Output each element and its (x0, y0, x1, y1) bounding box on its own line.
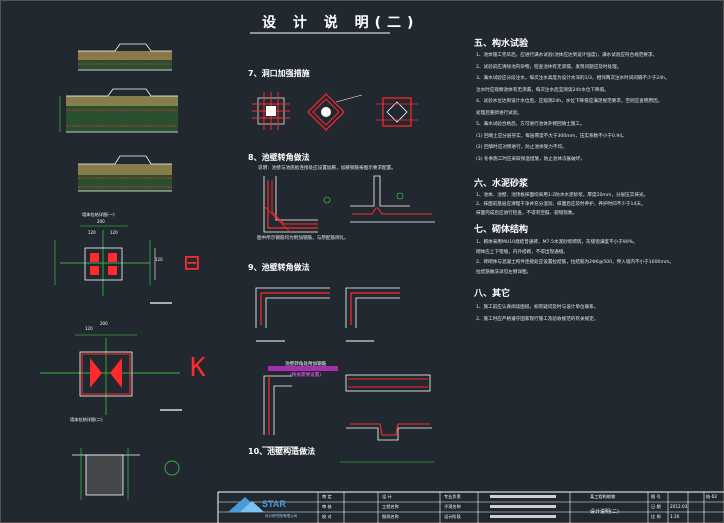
note-line: 2、施工时应严格遵守国家现行施工及验收规范的有关规定。 (476, 317, 599, 322)
tb-field: 日 期 (651, 504, 661, 509)
note-line: 抹面完成后应进行检查，不得有空鼓、裂缝现象。 (476, 211, 578, 216)
opening-reinforcement-1 (252, 92, 290, 130)
dimension-label: 120 (155, 257, 163, 262)
section-8-note: 说明：池壁与池底板连接处应设置加腋，加腋钢筋按图示要求配置。 (258, 166, 396, 171)
note-line: 3、满水试验应分段注水，每次注水高度为设计水深的1/3，相邻两次注水时间间隔不少… (476, 76, 670, 81)
slab-section-1 (78, 43, 172, 71)
page-title: 设 计 说 明(二) (262, 15, 420, 31)
tb-cell: 专业负责 (444, 494, 461, 499)
tb-cell: 审 核 (322, 504, 332, 509)
note-line: 2、抹面前基层应清理干净并充分湿润，抹面后应及时养护，养护时间不少于14天。 (476, 202, 646, 207)
section-symbol-2: K (190, 353, 206, 383)
note-line: 1、施工前应认真阅读图纸，如有疑问及时与设计单位联系。 (476, 305, 599, 310)
note-line: 1、池体、池壁、池顶板抹面均采用1:2防水水泥砂浆，厚度20mm，分层压实抹光。 (476, 193, 649, 198)
logo-text: STAR (262, 499, 286, 509)
note-line: 2、砖砌体与混凝土构件连接处应设置拉结筋，拉结筋为2Φ6@500，伸入墙内不小于… (476, 260, 674, 265)
project-name: 某工程构筑物 (590, 494, 616, 499)
note-line: 4、试验水位达到设计水位后，应观测24h，水位下降值应满足规范要求，否则应查明原… (476, 99, 663, 104)
drawing-name: 设计说明(二) (590, 509, 619, 515)
tb-cell: 子项名称 (444, 504, 461, 509)
company-logo: STAR (228, 497, 286, 512)
title-block-grid (218, 492, 724, 523)
section-9-note-2: (根据需要设置) (290, 373, 322, 378)
wall-tie-detail-2 (40, 334, 182, 415)
tb-field: 图 号 (651, 494, 661, 499)
section-8-note-2: 图中所示钢筋均为附加钢筋，与原配筋绑扎。 (257, 236, 349, 241)
section-symbol-1: ⊟ (184, 248, 200, 278)
tb-cell: 设计阶段 (444, 514, 461, 519)
note-line: 2、试验前应清除池内杂物，检查池体有无渗漏，发现问题应及时处理。 (476, 64, 622, 70)
opening-reinforcement-2 (307, 93, 363, 131)
section-9-note: 池壁转角处附加钢筋 (285, 362, 327, 367)
dimension-label: 120 (88, 230, 96, 235)
slab-section-3 (78, 155, 172, 192)
title-block-bar (490, 515, 556, 518)
caption-wall-tie-1: 墙体拉结详图(一) (82, 212, 115, 217)
slab-section-2 (59, 88, 178, 133)
heading-6: 六、水泥砂浆 (474, 179, 529, 189)
note-line: 处理后重新进行试验。 (476, 110, 522, 116)
dimension-label: 200 (97, 219, 105, 224)
tb-cell: 审 定 (322, 494, 332, 499)
note-line: 拉结筋做法详见左侧详图。 (476, 270, 532, 275)
pile-section (72, 448, 180, 500)
section-heading-10: 10、池壁构造做法 (248, 447, 316, 456)
tb-value: 结-02 (706, 494, 718, 499)
tb-cell: 设 计 (382, 494, 392, 499)
wall-construction-detail (262, 366, 434, 463)
dimension-label: 200 (100, 321, 108, 326)
section-heading-7: 7、洞口加强措施 (248, 69, 310, 78)
note-line: 砌体应上下错缝，内外搭砌，不得出现通缝。 (476, 250, 568, 255)
dimension-label: 120 (85, 326, 93, 331)
heading-5: 五、构水试验 (474, 39, 529, 49)
heading-7: 七、砌体结构 (474, 225, 529, 235)
wall-corner-detail-2 (255, 287, 400, 342)
title-block-bar (490, 495, 556, 498)
title-block-bar (490, 505, 556, 508)
heading-8: 八、其它 (474, 289, 511, 299)
note-line: (1) 回填土应分层夯实，每层厚度不大于300mm，压实系数不小于0.94。 (476, 133, 627, 139)
wall-corner-detail (263, 175, 435, 233)
section-heading-8: 8、池壁转角做法 (248, 153, 310, 162)
tb-cell: 校 对 (322, 514, 332, 519)
note-line: 5、满水试验合格后，方可进行池体外侧回填土施工。 (476, 122, 585, 127)
tb-field: 比 例 (651, 514, 661, 519)
note-line: 注水时应观察池体有无渗漏，每次注水后宜测读24h水位下降值。 (476, 87, 609, 93)
caption-wall-tie-2: 墙体拉结详图(二) (70, 417, 103, 422)
note-line: (2) 回填时应对称进行，防止池体受力不均。 (476, 145, 567, 150)
note-line: 1、砌体采用MU10烧结普通砖，M7.5水泥砂浆砌筑，灰缝饱满度不小于90%。 (476, 240, 638, 245)
tb-value: 1:20 (670, 514, 680, 519)
tb-cell: 工程名称 (382, 504, 399, 509)
note-line: (3) 冬季施工时应采取保温措施，防止池体冻胀破坏。 (476, 156, 586, 162)
company-subtitle: 设计研究院有限公司 (265, 514, 298, 518)
dimension-label: 120 (110, 230, 118, 235)
tb-value: 2012.03 (670, 504, 688, 509)
section-heading-9: 9、池壁转角做法 (248, 263, 310, 272)
wall-tie-detail-1 (54, 225, 172, 304)
opening-reinforcement-3 (376, 97, 418, 127)
note-line: 1、池体施工完毕后，应进行满水试验(池体应达到设计强度)，满水试验应符合规范要求… (476, 53, 658, 58)
tb-cell: 图纸名称 (382, 514, 399, 519)
